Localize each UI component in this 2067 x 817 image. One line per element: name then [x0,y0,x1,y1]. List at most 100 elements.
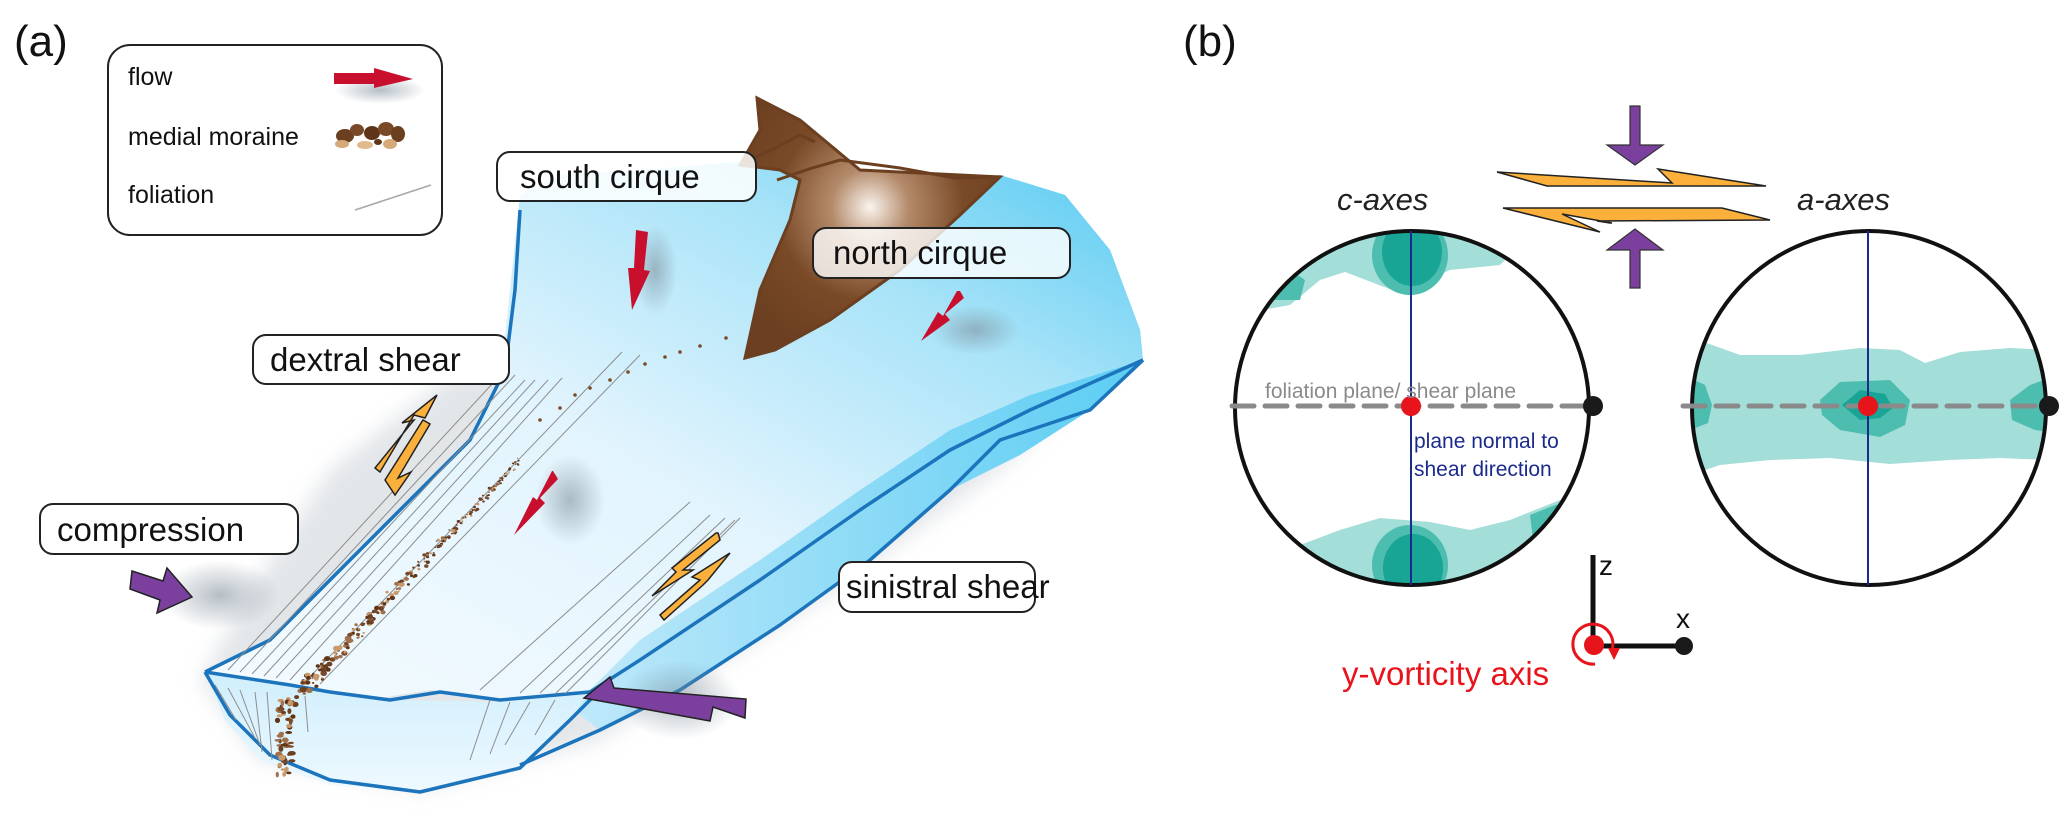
moraine-debris-particle [338,654,343,659]
c-axes-stereonet: foliation plane/ shear plane plane norma… [1229,229,1603,587]
moraine-debris-particle [436,538,440,542]
moraine-debris-particle [498,479,502,482]
flow-arrow-main [514,455,605,545]
shear-arrow-top [1496,167,1767,187]
moraine-debris-particle [333,651,337,655]
moraine-debris-particle [354,623,358,627]
coordinate-frame: z x y-vorticity axis [1342,550,1693,692]
moraine-debris-particle [378,606,384,611]
moraine-debris-particle [334,654,337,657]
c-axes-foliation-label: foliation plane/ shear plane [1265,380,1516,403]
moraine-debris-particle [290,714,296,719]
moraine-debris-particle [278,754,286,761]
legend-label-flow: flow [128,63,173,91]
flow-arrow-north-cirque [921,291,1020,355]
moraine-debris-particle [461,520,464,522]
moraine-debris-particle [280,743,289,747]
moraine-debris-particle [492,485,495,487]
moraine-debris-particle [426,552,429,555]
moraine-debris-particle [423,560,426,563]
moraine-debris-particle [274,717,281,724]
moraine-debris-particle [367,614,373,619]
moraine-debris-particle [486,497,490,500]
moraine-debris-particle [280,710,287,715]
c-axes-vorticity-point [1401,396,1421,416]
moraine-debris-particle [500,477,504,480]
moraine-debris-particle [321,677,324,680]
moraine-debris-particle [513,461,517,464]
moraine-debris-particle [305,675,311,680]
moraine-debris-particle [698,344,702,348]
moraine-debris-particle [608,378,612,382]
moraine-debris-particle [286,771,292,775]
moraine-debris-particle [498,483,500,485]
moraine-debris-particle [487,494,490,497]
moraine-debris-particle [361,635,364,638]
moraine-debris-particle [417,564,420,567]
a-axes-x-point [2039,396,2059,416]
moraine-debris-particle [406,583,410,586]
moraine-debris-particle [478,497,482,501]
moraine-debris-particle [538,418,542,422]
moraine-debris-particle [469,514,473,517]
moraine-debris-particle [356,632,360,637]
moraine-debris-particle [306,687,313,693]
moraine-debris-particle [395,588,398,590]
c-axes-normal-label-line1: plane normal to [1414,430,1559,453]
moraine-debris-particle [294,695,300,700]
vorticity-rotation-icon [1571,622,1615,666]
panel-b: (b) c-axes a-axes [1183,17,2059,692]
moraine-debris-particle [573,393,577,397]
panel-a-label: (a) [14,17,68,66]
moraine-debris-particle [299,686,307,693]
c-axes-contour-left-mid [1235,260,1305,300]
y-axis-point [1584,635,1604,655]
moraine-debris-particle [288,741,294,745]
moraine-debris-particle [324,668,327,670]
medial-moraine [274,336,728,778]
moraine-debris-particle [678,350,682,354]
x-axis-endpoint [1675,637,1693,655]
moraine-debris-particle [426,555,430,559]
moraine-debris-particle [426,554,430,557]
moraine-debris-particle [318,668,322,672]
moraine-debris-particle [466,513,469,516]
compression-arrow-up [1605,228,1665,289]
moraine-debris-particle [366,620,370,623]
moraine-debris-particle [494,484,498,488]
moraine-debris-particle [280,768,285,771]
flow-arrow-south-cirque [628,225,677,315]
moraine-debris-particle [344,642,349,646]
moraine-debris-particle [280,700,284,707]
moraine-debris-particle [432,553,436,557]
moraine-debris-particle [404,577,409,581]
moraine-debris-particle [288,718,293,725]
moraine-debris-particle [305,680,311,685]
callout-sinistral-shear: sinistral shear [838,561,1050,613]
moraine-debris-particle [285,717,291,722]
moraine-debris-particle [345,646,350,650]
moraine-debris-particle [482,500,485,503]
moraine-debris-particle [286,723,293,728]
moraine-debris-particle [402,583,405,585]
moraine-debris-particle [425,560,430,564]
moraine-debris-particle [432,552,435,554]
moraine-debris-particle [374,609,378,613]
moraine-debris-particle [491,486,493,488]
moraine-debris-particle [325,667,331,672]
gray-line-icon [354,184,432,211]
moraine-debris-particle [385,590,389,594]
moraine-debris-particle [508,472,510,474]
moraine-debris-particle [413,574,418,578]
moraine-debris-particle [499,482,502,485]
a-axes-title: a-axes [1797,182,1890,217]
moraine-debris-particle [417,560,420,563]
moraine-debris-particle [380,610,386,615]
moraine-debris-particle [424,564,429,568]
moraine-debris-particle [464,517,467,519]
moraine-debris-particle [508,467,512,471]
moraine-debris-particle [399,579,404,583]
moraine-debris-particle [374,605,380,611]
moraine-debris-particle [475,507,480,511]
